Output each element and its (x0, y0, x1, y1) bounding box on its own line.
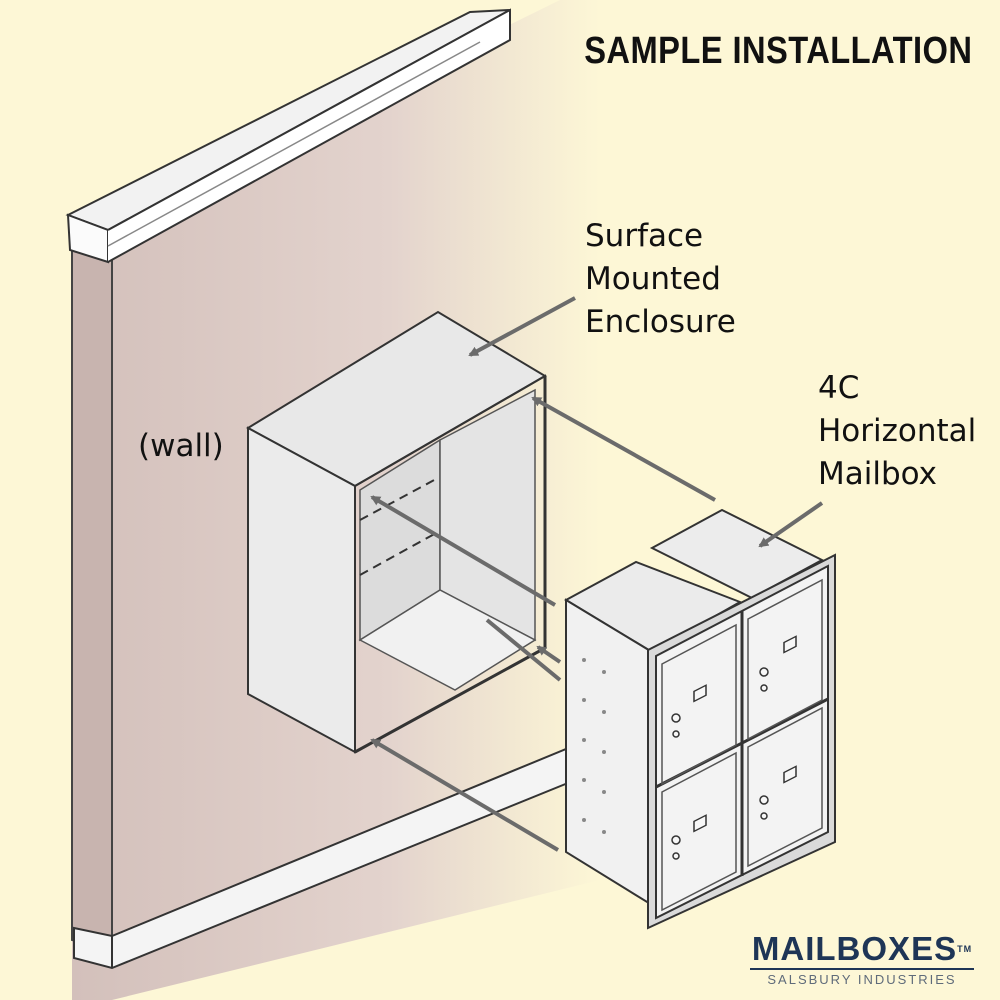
install-arrow-mid (485, 618, 562, 682)
page-title: SAMPLE INSTALLATION (583, 30, 972, 72)
compartment-doors (661, 578, 823, 912)
logo-trademark: TM (957, 944, 973, 954)
install-arrow-left (370, 495, 557, 607)
enclosure-inner-floor (358, 589, 537, 691)
enclosure-label-line: Enclosure (585, 304, 736, 340)
logo-wordmark: MAILBOXESTM (742, 932, 982, 966)
brand-logo: MAILBOXESTM SALSBURY INDUSTRIES (742, 932, 982, 987)
wall-edge (71, 243, 113, 952)
door-locks (671, 635, 797, 860)
mailbox-label-line: Horizontal (818, 413, 977, 449)
mailbox-label-line: 4C (818, 370, 860, 406)
mailbox-label-arrow (758, 501, 824, 548)
install-arrow-mid2 (536, 645, 562, 664)
logo-tagline: SALSBURY INDUSTRIES (767, 972, 957, 987)
mailbox-label: 4C Horizontal Mailbox (818, 367, 976, 496)
enclosure-label: Surface Mounted Enclosure (585, 215, 736, 344)
mailbox-label-line: Mailbox (818, 456, 938, 492)
enclosure-label-arrow (468, 296, 576, 357)
arrows (370, 296, 824, 852)
mailbox-top-rear (649, 508, 825, 600)
enclosure-label-line: Surface (585, 218, 704, 254)
logo-divider (750, 968, 974, 970)
enclosure-label-line: Mounted (585, 261, 721, 297)
install-arrow-bottom (370, 738, 560, 852)
mailbox-side (565, 598, 653, 907)
enclosure-left-side (247, 426, 356, 754)
wall-label: (wall) (138, 428, 224, 464)
logo-name: MAILBOXES (751, 930, 958, 967)
mailbox-side-holes (582, 658, 606, 834)
4c-horizontal-mailbox (563, 508, 836, 930)
install-arrow-top (531, 396, 716, 502)
